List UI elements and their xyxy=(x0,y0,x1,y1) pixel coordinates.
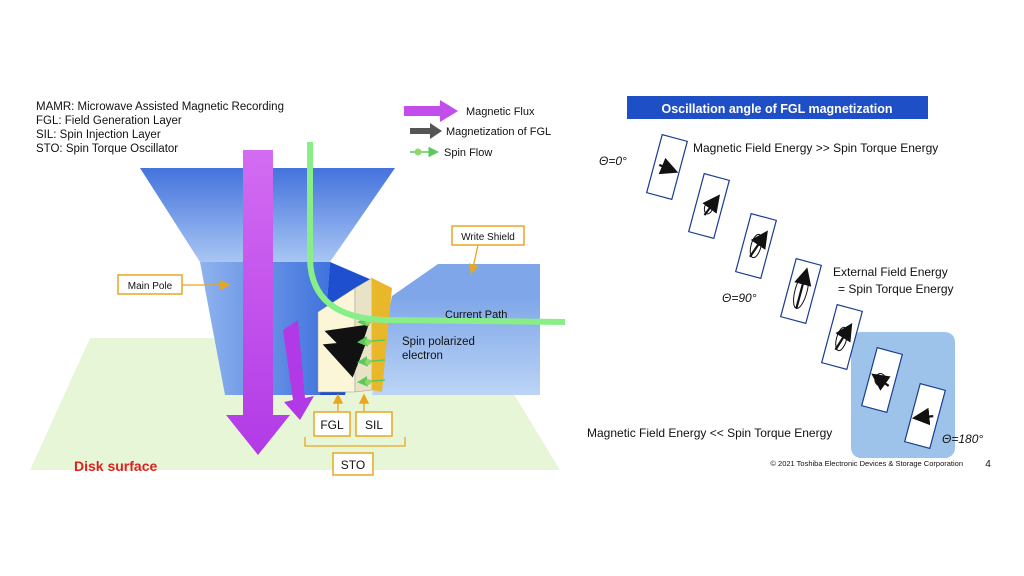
spin-flow-dots xyxy=(365,319,371,385)
energy-bottom-label: Magnetic Field Energy << Spin Torque Ene… xyxy=(587,426,832,440)
definition-mamr: MAMR: Microwave Assisted Magnetic Record… xyxy=(36,101,284,113)
theta-0-label: Θ=0° xyxy=(599,154,627,168)
write-shield-pointer xyxy=(468,244,479,275)
spin-electron-label-1: Spin polarized xyxy=(402,336,475,348)
fgl-magnetization-arrow-2 xyxy=(322,340,368,378)
legend-spin-dot-icon xyxy=(414,148,422,156)
write-shield-top xyxy=(392,264,540,296)
fgl-stage-5 xyxy=(820,303,864,371)
sil-layer xyxy=(354,277,373,393)
theta-90-label: Θ=90° xyxy=(722,291,757,305)
current-path-label: Current Path xyxy=(445,309,507,321)
spin-electron-label-2: electron xyxy=(402,350,443,362)
energy-mid-label-1: External Field Energy xyxy=(833,265,948,279)
theta-180-label: Θ=180° xyxy=(942,432,983,446)
oscillation-title-bar xyxy=(627,96,928,119)
fgl-label: FGL xyxy=(320,418,344,432)
legend-flux-arrow-icon xyxy=(404,100,458,122)
definition-fgl: FGL: Field Generation Layer xyxy=(36,115,182,127)
magnetic-flux-arrow xyxy=(226,150,290,455)
fgl-stage-4 xyxy=(779,257,823,325)
fgl-stage-2 xyxy=(687,172,731,240)
energy-mid-label-2: = Spin Torque Energy xyxy=(838,282,954,296)
magnetic-flux-curve-arrow xyxy=(283,320,314,420)
sil-label-box xyxy=(355,411,393,437)
write-shield-label: Write Shield xyxy=(461,232,515,243)
write-shield-label-box xyxy=(451,225,525,246)
sil-label: SIL xyxy=(365,418,383,432)
legend-magnetization-arrow-icon xyxy=(410,123,442,139)
disk-surface-label: Disk surface xyxy=(74,458,157,474)
legend-magnetization-label: Magnetization of FGL xyxy=(446,126,551,138)
page-number: 4 xyxy=(985,459,991,470)
legend-spin-flow-label: Spin Flow xyxy=(444,147,492,159)
sto-gold-strip xyxy=(372,278,392,392)
fgl-stage-1 xyxy=(645,133,689,201)
main-pole-label: Main Pole xyxy=(128,281,173,292)
sto-bracket xyxy=(304,437,406,447)
sto-label: STO xyxy=(341,458,365,472)
fgl-label-box xyxy=(313,411,351,437)
definition-sto: STO: Spin Torque Oscillator xyxy=(36,143,178,155)
current-path-line xyxy=(307,142,566,325)
fgl-stage-3 xyxy=(734,212,778,280)
energy-top-label: Magnetic Field Energy >> Spin Torque Ene… xyxy=(693,141,938,155)
definition-sil: SIL: Spin Injection Layer xyxy=(36,129,161,141)
legend-flux-label: Magnetic Flux xyxy=(466,106,535,118)
fgl-stage-6 xyxy=(860,346,904,414)
fgl-magnetization-arrow xyxy=(324,324,369,363)
legend: Magnetic Flux Magnetization of FGL Spin … xyxy=(404,100,551,159)
sto-label-box xyxy=(332,452,374,476)
copyright: © 2021 Toshiba Electronic Devices & Stor… xyxy=(770,459,963,468)
fgl-stage-7 xyxy=(903,382,947,450)
definitions-block: MAMR: Microwave Assisted Magnetic Record… xyxy=(36,101,284,155)
oscillation-title: Oscillation angle of FGL magnetization xyxy=(661,102,892,116)
